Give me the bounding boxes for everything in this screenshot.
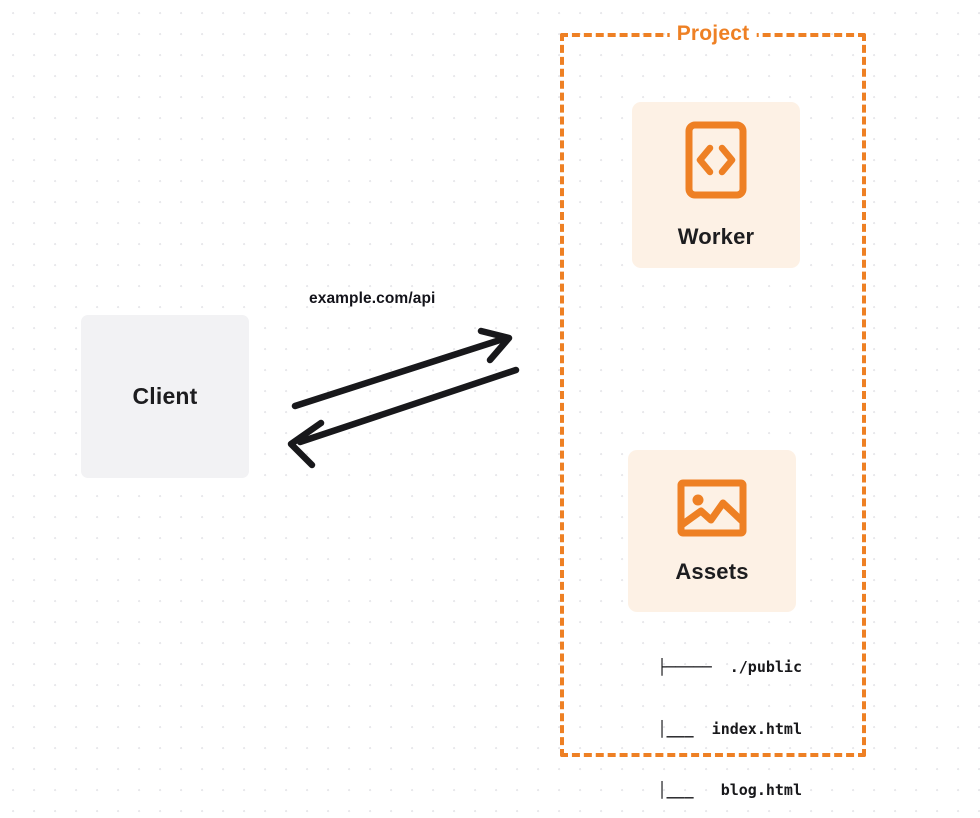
client-node[interactable]: Client xyxy=(81,315,249,478)
file-tree-line: ├───── ./public xyxy=(657,658,803,676)
worker-card[interactable]: Worker xyxy=(632,102,800,268)
assets-card[interactable]: Assets xyxy=(628,450,796,612)
client-node-label: Client xyxy=(132,383,198,409)
request-url-label: example.com/api xyxy=(309,290,436,307)
image-icon xyxy=(677,478,747,543)
assets-file-tree: ├───── ./public │___ index.html │___ blo… xyxy=(600,616,802,818)
code-brackets-icon xyxy=(685,121,747,204)
project-title: Project xyxy=(669,22,757,46)
request-arrow xyxy=(291,327,513,410)
assets-card-label: Assets xyxy=(675,558,749,584)
file-tree-line: │___ index.html xyxy=(621,719,802,738)
response-arrow xyxy=(287,366,520,469)
file-tree-line: │___ blog.html xyxy=(621,781,802,799)
worker-card-label: Worker xyxy=(677,223,755,249)
project-container: Project xyxy=(560,22,866,757)
